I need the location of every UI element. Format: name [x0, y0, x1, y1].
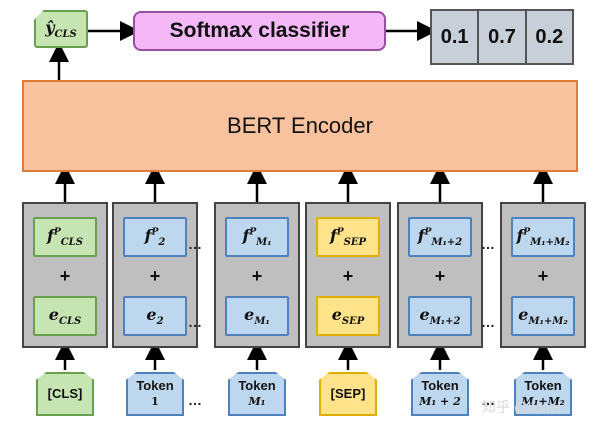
- token-embedding-box: eSEP: [316, 296, 380, 336]
- bert-encoder-box: BERT Encoder: [22, 80, 578, 172]
- token-embedding-label: e2: [146, 304, 164, 328]
- position-embedding-label: fPSEP: [329, 225, 367, 249]
- embedding-column: fPSEP + eSEP: [305, 202, 391, 348]
- embedding-column: fPM₁+M₂ + eM₁+M₂: [500, 202, 586, 348]
- position-embedding-label: fPCLS: [47, 225, 83, 249]
- token-embedding-label: eM₁+M₂: [518, 304, 568, 328]
- ellipsis: …: [188, 392, 203, 408]
- input-token-box: Token M₁ + 2: [411, 372, 469, 416]
- input-token-label: [CLS]: [47, 386, 83, 401]
- position-embedding-box: fPCLS: [33, 217, 97, 257]
- input-token-index: M₁ + 2: [419, 395, 461, 408]
- position-embedding-box: fPM₁: [225, 217, 289, 257]
- embedding-column: fPCLS + eCLS: [22, 202, 108, 348]
- input-token-label: Token: [238, 378, 276, 393]
- token-embedding-label: eM₁+2: [419, 304, 461, 328]
- input-token-label: Token: [524, 378, 562, 393]
- output-cls-label: ŷCLS: [45, 17, 77, 41]
- ellipsis: …: [481, 236, 496, 252]
- input-token-box: [CLS]: [36, 372, 94, 416]
- token-embedding-box: e2: [123, 296, 187, 336]
- ellipsis: …: [481, 392, 496, 408]
- position-embedding-box: fPM₁+M₂: [511, 217, 575, 257]
- plus-sign: +: [59, 266, 71, 286]
- plus-sign: +: [537, 266, 549, 286]
- position-embedding-box: fP2: [123, 217, 187, 257]
- bert-encoder-label: BERT Encoder: [227, 113, 373, 138]
- token-embedding-box: eM₁+2: [408, 296, 472, 336]
- plus-sign: +: [342, 266, 354, 286]
- plus-sign: +: [149, 266, 161, 286]
- token-embedding-box: eM₁+M₂: [511, 296, 575, 336]
- input-token-box: Token 1: [126, 372, 184, 416]
- softmax-classifier-box: Softmax classifier: [133, 11, 386, 51]
- input-token-label: Token: [136, 378, 174, 393]
- token-embedding-box: eM₁: [225, 296, 289, 336]
- embedding-column: fPM₁ + eM₁: [214, 202, 300, 348]
- token-embedding-label: eSEP: [331, 304, 365, 328]
- watermark: 知乎 @lionel: [482, 399, 561, 415]
- plus-sign: +: [434, 266, 446, 286]
- ellipsis: …: [188, 314, 203, 330]
- token-embedding-label: eCLS: [48, 304, 82, 328]
- ellipsis: …: [481, 314, 496, 330]
- input-token-box: [SEP]: [319, 372, 377, 416]
- output-cls-node: ŷCLS: [34, 10, 88, 48]
- input-token-index: M₁: [248, 395, 266, 408]
- ellipsis: …: [188, 236, 203, 252]
- position-embedding-box: fPM₁+2: [408, 217, 472, 257]
- token-embedding-label: eM₁: [244, 304, 270, 328]
- position-embedding-label: fPM₁+2: [417, 225, 463, 249]
- embedding-column: fPM₁+2 + eM₁+2: [397, 202, 483, 348]
- input-token-index: M₁+M₂: [521, 395, 565, 408]
- softmax-classifier-label: Softmax classifier: [169, 19, 350, 42]
- plus-sign: +: [251, 266, 263, 286]
- embedding-column: fP2 + e2: [112, 202, 198, 348]
- input-token-label: Token: [421, 378, 459, 393]
- input-token-index: 1: [151, 395, 159, 408]
- probability-cell: 0.7: [479, 11, 527, 63]
- probability-cell: 0.1: [432, 11, 480, 63]
- token-embedding-box: eCLS: [33, 296, 97, 336]
- probability-cell: 0.2: [535, 25, 564, 48]
- position-embedding-label: fPM₁+M₂: [516, 225, 570, 249]
- input-token-label: [SEP]: [330, 386, 366, 401]
- position-embedding-label: fPM₁: [242, 225, 272, 249]
- position-embedding-label: fP2: [144, 225, 166, 249]
- probability-output: 0.1 0.7 0.2: [430, 9, 574, 65]
- position-embedding-box: fPSEP: [316, 217, 380, 257]
